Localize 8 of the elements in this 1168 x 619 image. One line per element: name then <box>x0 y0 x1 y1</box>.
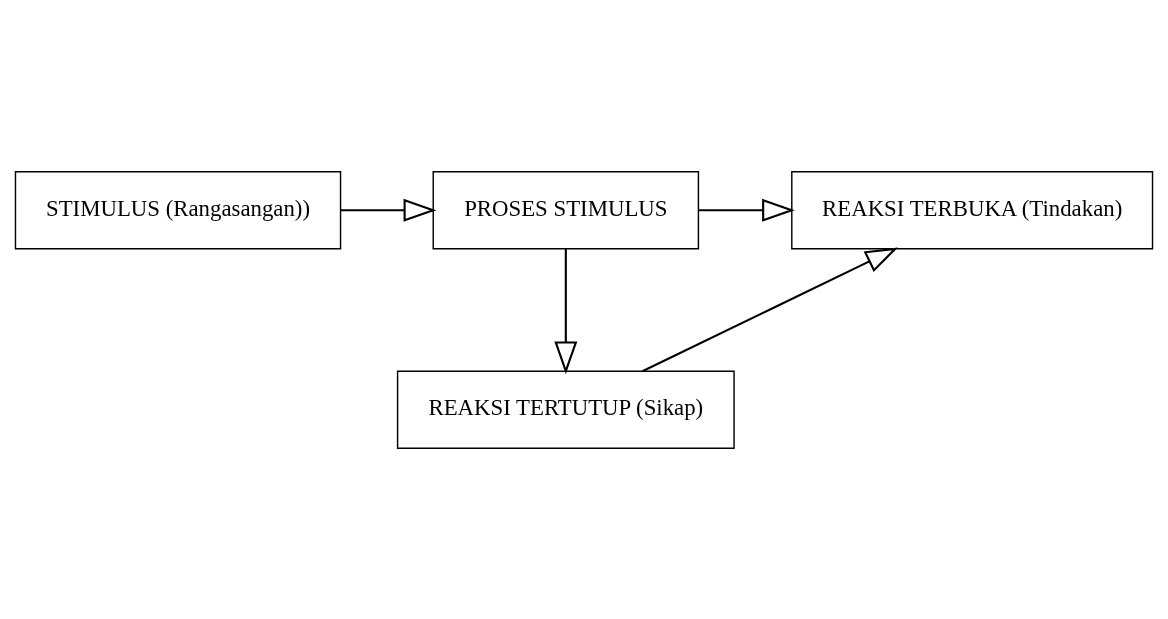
node-box: REAKSI TERTUTUP (Sikap) <box>396 370 735 449</box>
node-box: REAKSI TERBUKA (Tindakan) <box>791 170 1154 249</box>
node-box: PROSES STIMULUS <box>432 170 700 249</box>
arrow <box>340 198 437 222</box>
arrow <box>698 198 795 222</box>
arrow <box>641 246 899 372</box>
arrow <box>554 248 578 374</box>
node-box: STIMULUS (Rangasangan)) <box>14 170 342 249</box>
